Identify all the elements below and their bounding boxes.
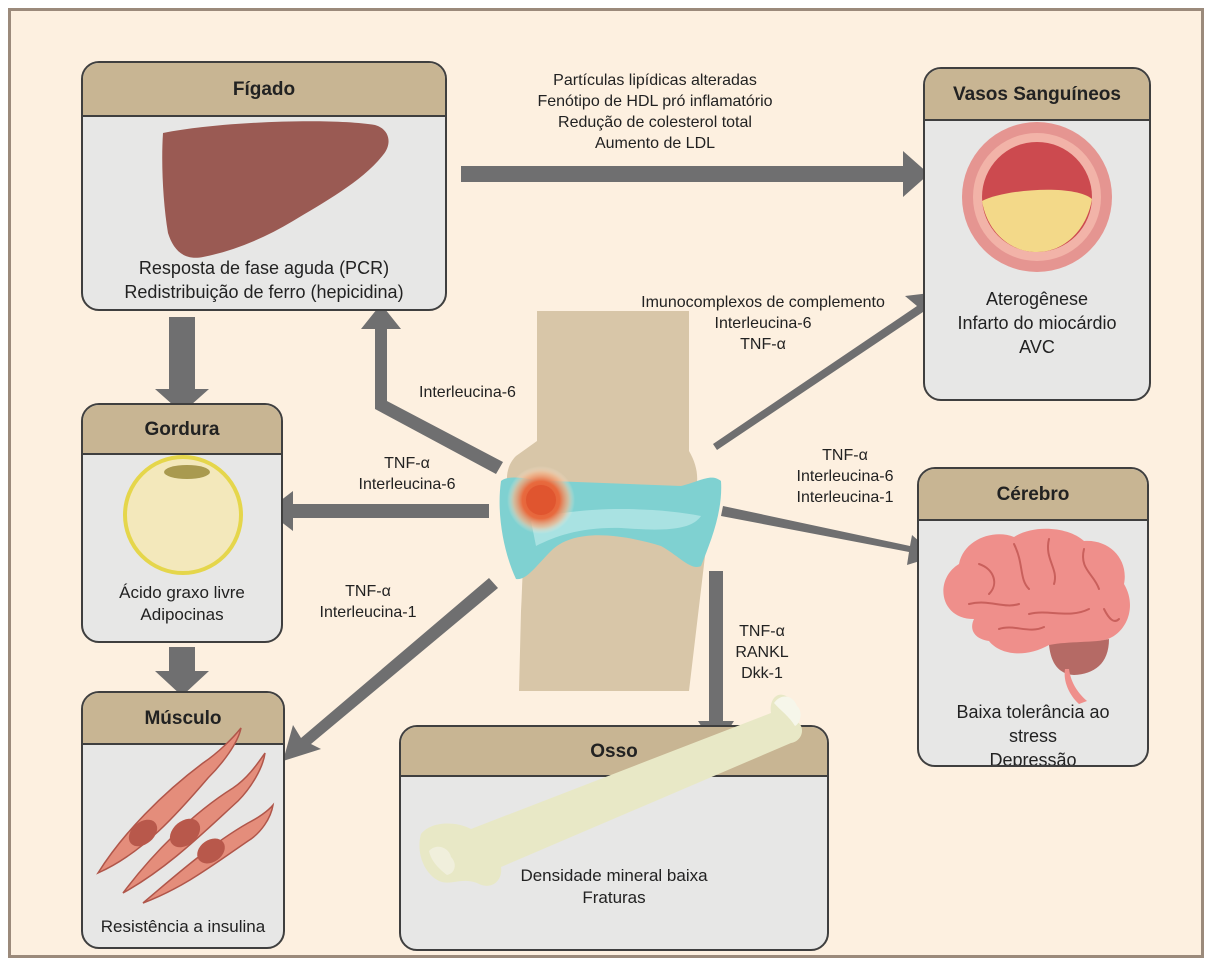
vessels-caption: Aterogênese Infarto do miocárdio AVC: [925, 287, 1149, 359]
fat-caption-line-1: Ácido graxo livre: [83, 582, 281, 604]
muscle-cells-icon: [83, 693, 285, 949]
label-joint-to-muscle: TNF-α Interleucina-1: [303, 581, 433, 623]
muscle-caption: Resistência a insulina: [83, 915, 283, 939]
bone-box-title: Osso: [590, 741, 638, 762]
bone-caption-line-1: Densidade mineral baixa: [401, 865, 827, 887]
label-joint-to-fat-line-1: TNF-α: [337, 453, 477, 474]
brain-caption-line-3: Depressão: [919, 748, 1147, 767]
label-joint-to-vessels-line-3: TNF-α: [613, 334, 913, 355]
fat-caption: Ácido graxo livre Adipocinas: [83, 582, 281, 626]
label-joint-to-bone-line-2: RANKL: [727, 642, 797, 663]
brain-caption: Baixa tolerância ao stress Depressão: [919, 700, 1147, 767]
brain-box: Cérebro Baixa tolerância ao stress Depre…: [917, 467, 1149, 767]
label-joint-to-muscle-line-1: TNF-α: [303, 581, 433, 602]
liver-caption-line-2: Redistribuição de ferro (hepicidina): [83, 280, 445, 304]
label-joint-to-fat-line-2: Interleucina-6: [337, 474, 477, 495]
vessels-box: Vasos Sanguíneos Aterogênese Infarto do …: [923, 67, 1151, 401]
label-joint-to-liver: Interleucina-6: [419, 382, 516, 403]
label-joint-to-brain-line-3: Interleucina-1: [775, 487, 915, 508]
bone-box-header: Osso: [401, 727, 827, 777]
liver-box: Fígado Resposta de fase aguda (PCR) Redi…: [81, 61, 447, 311]
arrow-joint-to-fat: [267, 491, 489, 531]
vessels-caption-line-3: AVC: [925, 335, 1149, 359]
label-joint-to-vessels-line-1: Imunocomplexos de complemento: [613, 292, 913, 313]
label-joint-to-bone-line-1: TNF-α: [727, 621, 797, 642]
label-joint-to-bone: TNF-α RANKL Dkk-1: [727, 621, 797, 684]
label-joint-to-liver-line-1: Interleucina-6: [419, 382, 516, 403]
liver-caption: Resposta de fase aguda (PCR) Redistribui…: [83, 256, 445, 304]
fat-caption-line-2: Adipocinas: [83, 604, 281, 626]
label-liver-to-vessels: Partículas lipídicas alteradas Fenótipo …: [505, 70, 805, 154]
vessels-caption-line-2: Infarto do miocárdio: [925, 311, 1149, 335]
arrow-liver-to-fat: [155, 317, 209, 413]
muscle-caption-line-1: Resistência a insulina: [83, 915, 283, 939]
label-joint-to-brain-line-1: TNF-α: [775, 445, 915, 466]
label-joint-to-vessels: Imunocomplexos de complemento Interleuci…: [613, 292, 913, 355]
liver-caption-line-1: Resposta de fase aguda (PCR): [83, 256, 445, 280]
joint-illustration: [500, 311, 722, 691]
muscle-box: Músculo Resistência a insulina: [81, 691, 285, 949]
label-liver-to-vessels-line-4: Aumento de LDL: [505, 133, 805, 154]
label-joint-to-brain: TNF-α Interleucina-6 Interleucina-1: [775, 445, 915, 508]
label-joint-to-vessels-line-2: Interleucina-6: [613, 313, 913, 334]
bone-caption: Densidade mineral baixa Fraturas: [401, 865, 827, 909]
vessels-caption-line-1: Aterogênese: [925, 287, 1149, 311]
label-joint-to-fat: TNF-α Interleucina-6: [337, 453, 477, 495]
label-joint-to-brain-line-2: Interleucina-6: [775, 466, 915, 487]
label-joint-to-muscle-line-2: Interleucina-1: [303, 602, 433, 623]
arrow-liver-to-vessels: [461, 151, 929, 197]
fat-box: Gordura Ácido graxo livre Adipocinas: [81, 403, 283, 643]
arrow-joint-to-brain: [721, 506, 936, 565]
diagram-canvas: Fígado Resposta de fase aguda (PCR) Redi…: [8, 8, 1204, 958]
brain-caption-line-2: stress: [919, 724, 1147, 748]
label-liver-to-vessels-line-2: Fenótipo de HDL pró inflamatório: [505, 91, 805, 112]
bone-caption-line-2: Fraturas: [401, 887, 827, 909]
label-joint-to-bone-line-3: Dkk-1: [727, 663, 797, 684]
bone-box: Osso Densidade mineral baixa Fraturas: [399, 725, 829, 951]
brain-caption-line-1: Baixa tolerância ao: [919, 700, 1147, 724]
label-liver-to-vessels-line-1: Partículas lipídicas alteradas: [505, 70, 805, 91]
arrow-fat-to-muscle: [155, 647, 209, 696]
label-liver-to-vessels-line-3: Redução de colesterol total: [505, 112, 805, 133]
